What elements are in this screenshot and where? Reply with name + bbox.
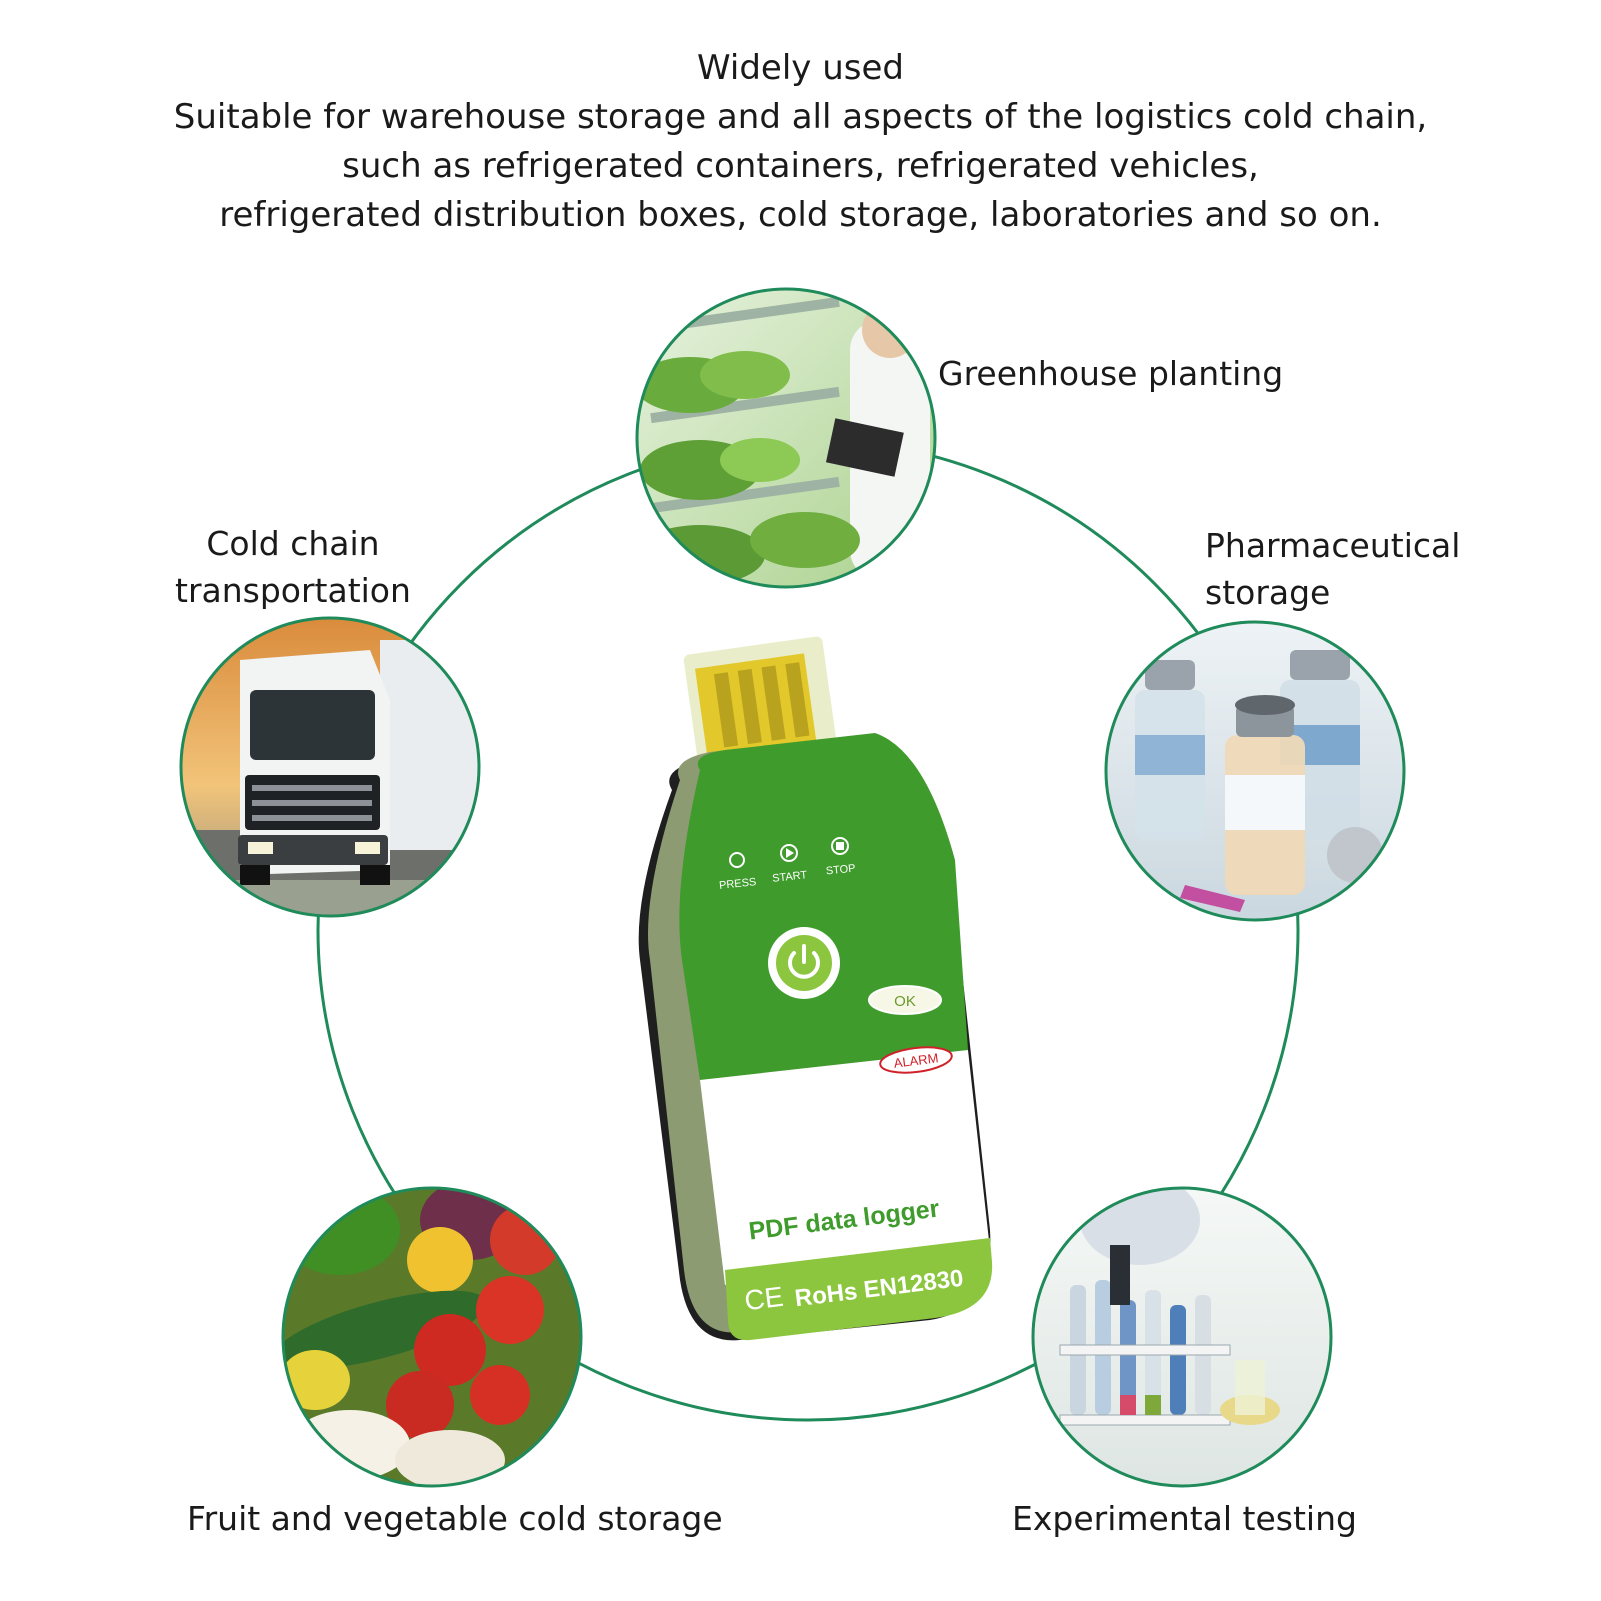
ok-indicator: OK bbox=[868, 985, 942, 1015]
header-line-1: Suitable for warehouse storage and all a… bbox=[173, 97, 1428, 137]
header-line-2: such as refrigerated containers, refrige… bbox=[342, 146, 1259, 186]
press-icon bbox=[729, 852, 745, 868]
press-label: PRESS bbox=[719, 876, 757, 892]
greenhouse-frame bbox=[635, 287, 937, 589]
label-pharmaceutical-line-1: Pharmaceutical bbox=[1205, 526, 1461, 565]
label-pharmaceutical: Pharmaceutical storage bbox=[1205, 522, 1460, 616]
label-fruit-vegetable: Fruit and vegetable cold storage bbox=[187, 1499, 723, 1538]
pharmaceutical-frame bbox=[1104, 620, 1406, 922]
label-greenhouse-planting: Greenhouse planting bbox=[938, 354, 1284, 393]
label-experimental-testing: Experimental testing bbox=[1012, 1499, 1357, 1538]
truck-photo bbox=[181, 618, 479, 916]
header: Widely used Suitable for warehouse stora… bbox=[0, 44, 1601, 240]
fruit-vegetable-frame bbox=[281, 1186, 583, 1488]
ok-label: OK bbox=[894, 993, 916, 1010]
usb-connector bbox=[683, 636, 837, 764]
power-button-icon bbox=[768, 927, 840, 999]
stop-icon bbox=[831, 837, 849, 855]
experimental-photo bbox=[1033, 1188, 1331, 1486]
header-line-3: refrigerated distribution boxes, cold st… bbox=[219, 195, 1382, 235]
stop-label: STOP bbox=[825, 862, 856, 877]
label-pharmaceutical-line-2: storage bbox=[1205, 573, 1331, 612]
header-title: Widely used bbox=[697, 48, 904, 88]
experimental-frame bbox=[1031, 1186, 1333, 1488]
fruit-vegetable-photo bbox=[283, 1188, 581, 1486]
start-label: START bbox=[772, 869, 808, 885]
alarm-label: ALARM bbox=[893, 1050, 939, 1070]
label-cold-chain-line-1: Cold chain bbox=[206, 524, 380, 563]
data-logger-device: PRESS START STOP OK ALARM PDF data logge… bbox=[638, 636, 993, 1341]
label-cold-chain: Cold chain transportation bbox=[175, 520, 411, 614]
pharmaceutical-photo bbox=[1106, 622, 1404, 920]
ce-mark: CE bbox=[743, 1281, 785, 1317]
truck-frame bbox=[179, 616, 481, 918]
greenhouse-photo bbox=[637, 289, 935, 587]
label-cold-chain-line-2: transportation bbox=[175, 571, 411, 610]
start-icon bbox=[780, 844, 798, 862]
alarm-indicator: ALARM bbox=[879, 1046, 953, 1074]
